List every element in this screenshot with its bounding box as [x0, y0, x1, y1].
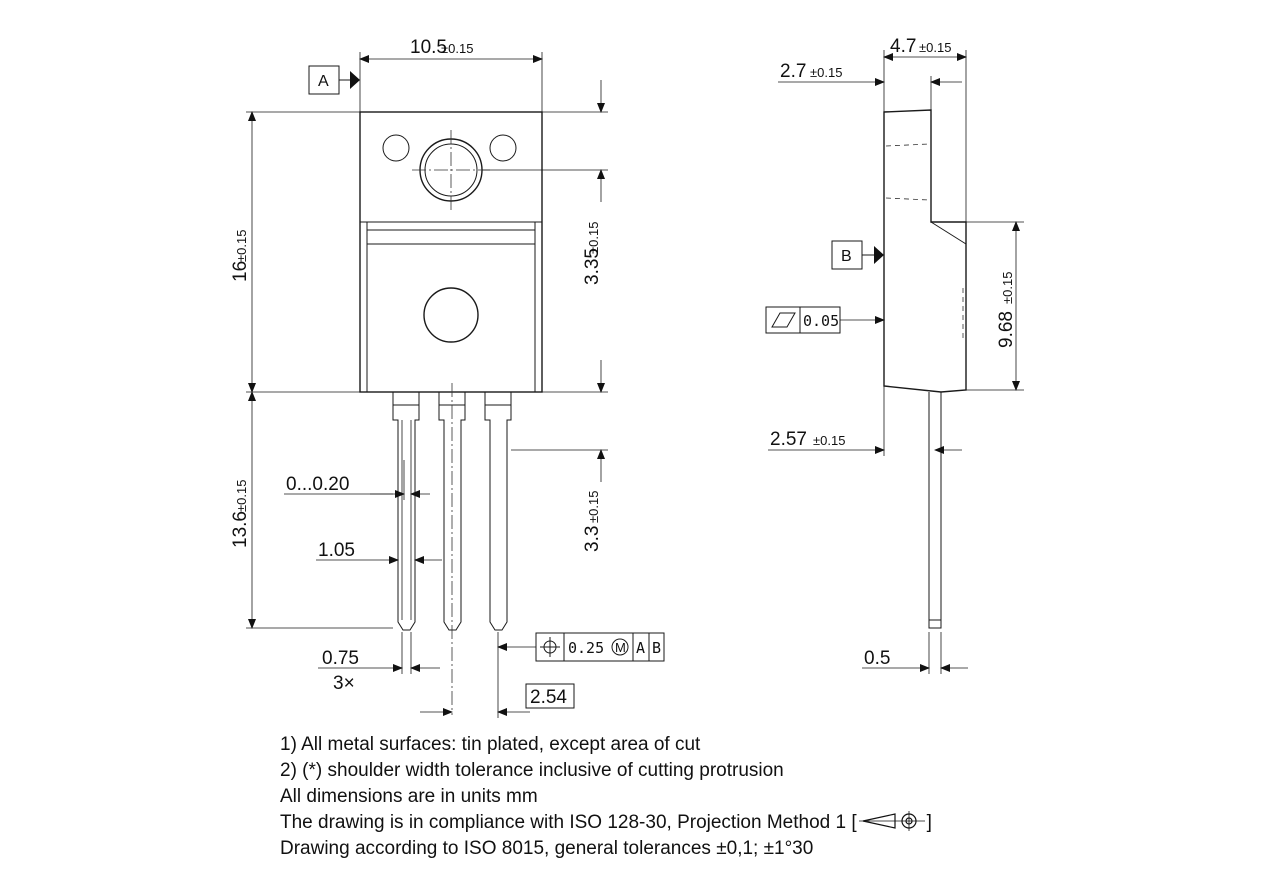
ejector-mark: [423, 287, 479, 343]
note-4-close: ]: [926, 812, 932, 833]
position-datum-2: B: [652, 639, 661, 657]
pitch-label: 2.54: [530, 687, 567, 708]
lead-length-value: 13.6: [230, 511, 251, 548]
small-hole-right: [489, 134, 517, 162]
position-modifier-label: M: [615, 640, 626, 655]
flatness-value: 0.05: [803, 312, 839, 330]
front-view: 10.5 ±0.15 A 16 ±0.15 3.35 ±0.15 13.6 ±0…: [230, 37, 665, 718]
datum-b-label: B: [841, 248, 852, 265]
note-4: The drawing is in compliance with ISO 12…: [280, 810, 932, 836]
side-lead: [928, 392, 942, 629]
note-1: 1) All metal surfaces: tin plated, excep…: [280, 734, 701, 755]
package-body-outline: [359, 111, 543, 393]
first-angle-projection-icon: [858, 811, 925, 831]
note-5: Drawing according to ISO 8015, general t…: [280, 838, 814, 859]
hole-position-tol: ±0.15: [586, 222, 601, 254]
shoulder-range-label: 0...0.20: [286, 474, 349, 495]
shoulder-width-label: 1.05: [318, 540, 355, 561]
hole-position-value: 3.35: [582, 248, 603, 285]
height-dimension-tol: ±0.15: [234, 230, 249, 262]
position-symbol-icon: [540, 637, 560, 657]
flatness-symbol-icon: [771, 312, 796, 328]
flatness-tolerance-frame: 0.05: [765, 306, 841, 334]
lead-width-label: 0.75: [322, 648, 359, 669]
lead-offset-tol: ±0.15: [813, 433, 845, 448]
lead-count-label: 3×: [333, 673, 355, 694]
body-height-value: 9.68: [996, 311, 1017, 348]
thickness-value: 4.7: [890, 36, 916, 57]
side-profile-outline: [883, 109, 967, 393]
tab-thickness-value: 2.7: [780, 61, 806, 82]
position-tolerance-value: 0.25: [568, 639, 604, 657]
mmc-modifier-icon: [611, 638, 629, 656]
height-dimension-value: 16: [230, 261, 251, 282]
note-2: 2) (*) shoulder width tolerance inclusiv…: [280, 760, 784, 781]
side-view: 4.7 ±0.15 2.7 ±0.15 B 0.05 9.68 ±0.15 2.: [765, 36, 1024, 674]
width-dimension-value: 10.5: [410, 37, 447, 58]
pitch-box: [525, 683, 575, 709]
lead-right: [484, 392, 512, 631]
position-datum-1: A: [636, 639, 645, 657]
body-height-tol: ±0.15: [1000, 272, 1015, 304]
shoulder-height-tol: ±0.15: [586, 491, 601, 523]
lead-offset-value: 2.57: [770, 429, 807, 450]
lead-length-tol: ±0.15: [234, 480, 249, 512]
small-hole-left: [382, 134, 410, 162]
shoulder-height-value: 3.3: [582, 526, 603, 552]
drawing-notes: 1) All metal surfaces: tin plated, excep…: [280, 732, 932, 862]
width-dimension-tol: ±0.15: [441, 41, 473, 56]
tab-thickness-tol: ±0.15: [810, 65, 842, 80]
lead-left: [392, 392, 420, 631]
datum-a-label: A: [318, 73, 329, 90]
thickness-tol: ±0.15: [919, 40, 951, 55]
note-4-text: The drawing is in compliance with ISO 12…: [280, 812, 857, 833]
position-tolerance-frame: 0.25 M A B: [535, 632, 665, 662]
note-3: All dimensions are in units mm: [280, 786, 538, 807]
lead-thickness-value: 0.5: [864, 648, 890, 669]
